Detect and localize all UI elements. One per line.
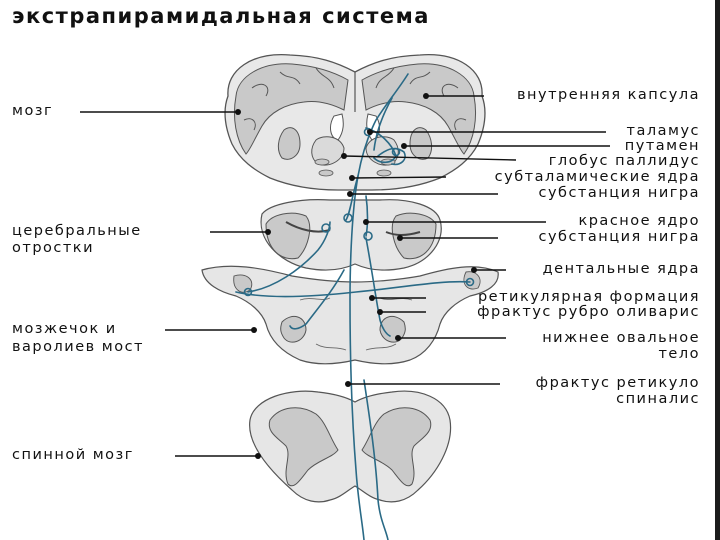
leader-dot-thalamus (367, 129, 373, 135)
pathway-node-red-right (363, 231, 373, 241)
label-inferior-olive-line2: тело (658, 346, 700, 362)
spinal-cord-outline (249, 390, 452, 503)
thalamus-left (311, 136, 345, 166)
nucleus-left-1 (314, 158, 330, 166)
pathway-red-nucleus (365, 195, 369, 237)
putamen-left (277, 127, 301, 160)
label-cerebellum-pons-line1: мозжечок и (12, 321, 117, 337)
pathway-cortex-descending (349, 73, 409, 540)
leader-dot-reticular (369, 295, 375, 301)
peduncle-left (265, 212, 311, 260)
label-dentate-nuclei: дентальные ядра (542, 261, 700, 277)
nucleus-right-2 (376, 169, 392, 177)
leader-dot-brain (235, 109, 241, 115)
brain-section (224, 54, 486, 191)
pathway-olivary-left (289, 269, 345, 330)
leader-lines (80, 93, 610, 459)
leader-dot-substantia-nigra-1 (347, 191, 353, 197)
label-subthalamic-nuclei: субталамические ядра (494, 169, 700, 185)
leader-subthalamic (351, 176, 447, 179)
label-reticulospinal-tract-line2: спиналис (616, 391, 700, 407)
label-cerebellum-pons-line2: варолиев мост (12, 339, 145, 355)
pathway-pallidal (377, 147, 406, 166)
brain-sulci (243, 67, 467, 131)
leader-globus-pallidus (343, 155, 517, 161)
leader-dot-substantia-nigra-2 (397, 235, 403, 241)
pons-texture (299, 297, 413, 351)
right-edge-bar (715, 0, 720, 540)
leader-dot-spinal-cord (255, 453, 261, 459)
pathway-capsule-branch (373, 97, 393, 151)
leader-dot-subthalamic (349, 175, 355, 181)
label-thalamus: таламус (626, 123, 700, 139)
pathway-nigra (345, 175, 359, 221)
pathways (235, 73, 475, 540)
label-reticular-formation: ретикулярная формация (477, 289, 700, 305)
leader-dot-dentate (471, 267, 477, 273)
label-internal-capsule: внутренняя капсула (516, 87, 700, 103)
leader-dot-internal-capsule (423, 93, 429, 99)
label-substantia-nigra-2: субстанция нигра (538, 229, 700, 245)
label-brain: мозг (12, 103, 54, 119)
pathway-node-red-left (321, 223, 331, 233)
gray-matter-right (361, 407, 432, 487)
pathway-node-dentate-right (465, 277, 475, 287)
leader-dot-putamen (401, 143, 407, 149)
leader-dot-red-nucleus (363, 219, 369, 225)
leader-dot-rubro-olivary (377, 309, 383, 315)
pathway-cerebellar-cross (235, 280, 471, 298)
label-globus-pallidus: глобус паллидус (548, 153, 700, 169)
brain-cortex-right (361, 63, 477, 155)
leader-dot-globus-pallidus (341, 153, 347, 159)
leader-dot-peduncles (265, 229, 271, 235)
brain-cortex-left (233, 63, 349, 155)
label-cerebral-peduncles-line2: отростки (12, 240, 94, 256)
label-inferior-olive-line1: нижнее овальное (542, 330, 700, 346)
peduncle-right (391, 212, 437, 260)
gray-matter-left (268, 407, 339, 487)
label-reticulospinal-tract-line1: фрактус ретикуло (535, 375, 700, 391)
page-title: экстрапирамидальная система (12, 4, 430, 28)
leader-dot-cerebellum (251, 327, 257, 333)
pathway-node-dentate (243, 287, 253, 297)
label-putamen: путамен (624, 138, 700, 154)
pathway-node-pallidus (391, 147, 401, 157)
substantia-nigra-band (285, 221, 421, 236)
pathway-node-nigra (343, 213, 353, 223)
label-spinal-cord: спинной мозг (12, 447, 134, 463)
label-cerebral-peduncles-line1: церебральные (12, 223, 142, 239)
nucleus-left-2 (318, 169, 334, 177)
label-rubro-olivary-tract: фрактус рубро оливарис (477, 304, 700, 320)
label-substantia-nigra-1: субстанция нигра (538, 185, 700, 201)
leader-dot-reticulospinal (345, 381, 351, 387)
pathway-rubro-olivary (365, 237, 391, 337)
spinal-cord-section (249, 390, 452, 503)
label-red-nucleus: красное ядро (578, 213, 700, 229)
pathway-spinal-descent (363, 379, 389, 540)
pathway-dentato-rubral (247, 221, 331, 293)
leader-dot-inferior-olive (395, 335, 401, 341)
